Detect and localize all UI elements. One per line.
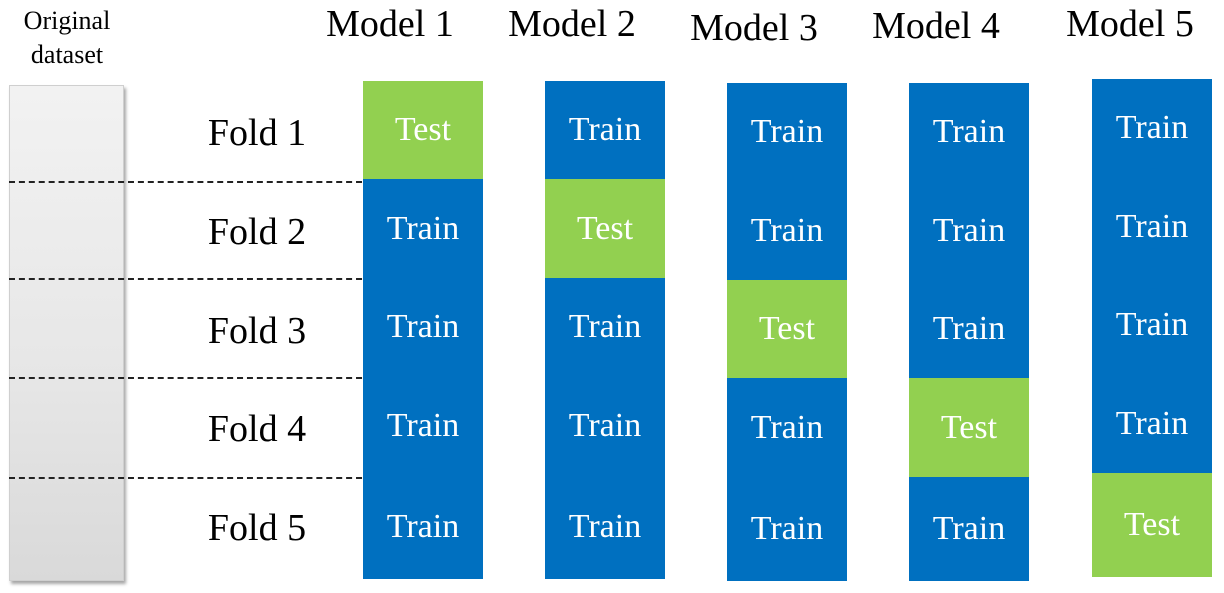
original-dataset-bar	[9, 85, 124, 581]
train-fold-cell: Train	[1092, 177, 1212, 276]
fold-label: Fold 5	[207, 507, 307, 549]
train-fold-cell: Train	[363, 376, 483, 475]
train-fold-cell: Train	[909, 280, 1029, 378]
dataset-label-line2: dataset	[30, 40, 104, 69]
train-fold-cell: Train	[545, 278, 665, 376]
train-fold-cell: Train	[545, 376, 665, 475]
test-fold-cell: Test	[545, 179, 665, 278]
train-fold-cell: Train	[363, 179, 483, 278]
train-fold-cell: Train	[727, 181, 847, 280]
fold-divider	[9, 181, 481, 183]
fold-label: Fold 4	[207, 408, 307, 450]
fold-divider	[9, 477, 481, 479]
model-title: Model 2	[508, 3, 636, 45]
model-title: Model 4	[872, 5, 1000, 47]
train-fold-cell: Train	[909, 181, 1029, 280]
train-fold-cell: Train	[1092, 374, 1212, 473]
train-fold-cell: Train	[363, 475, 483, 579]
train-fold-cell: Train	[363, 278, 483, 376]
fold-divider	[9, 377, 481, 379]
dataset-label: Original dataset	[0, 4, 134, 72]
test-fold-cell: Test	[727, 280, 847, 378]
train-fold-cell: Train	[909, 477, 1029, 581]
train-fold-cell: Train	[1092, 79, 1212, 177]
model-title: Model 1	[326, 3, 454, 45]
test-fold-cell: Test	[1092, 473, 1212, 577]
train-fold-cell: Train	[727, 378, 847, 477]
train-fold-cell: Train	[909, 83, 1029, 181]
fold-divider	[9, 278, 481, 280]
fold-label: Fold 3	[207, 310, 307, 352]
train-fold-cell: Train	[727, 83, 847, 181]
dataset-label-line1: Original	[23, 6, 111, 35]
train-fold-cell: Train	[545, 81, 665, 179]
fold-label: Fold 2	[207, 211, 307, 253]
model-title: Model 5	[1066, 3, 1194, 45]
fold-label: Fold 1	[207, 112, 307, 154]
test-fold-cell: Test	[363, 81, 483, 179]
train-fold-cell: Train	[727, 477, 847, 581]
model-title: Model 3	[690, 7, 818, 49]
train-fold-cell: Train	[545, 475, 665, 579]
train-fold-cell: Train	[1092, 276, 1212, 374]
test-fold-cell: Test	[909, 378, 1029, 477]
